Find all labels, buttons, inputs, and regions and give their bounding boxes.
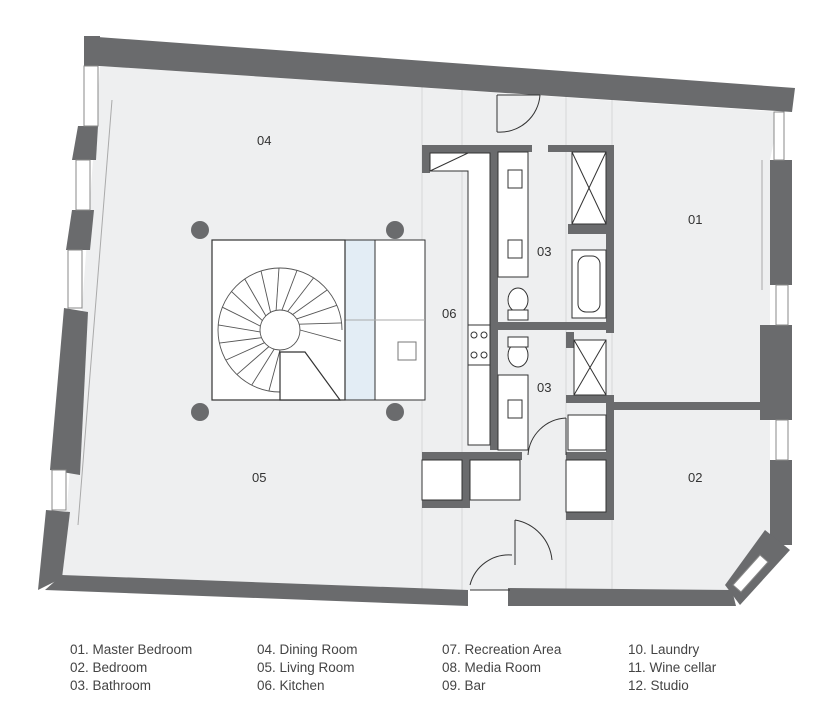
room-label-kitchen: 06	[442, 306, 456, 321]
columns	[191, 221, 404, 421]
legend-item: 03. Bathroom	[70, 678, 152, 693]
legend-item: 09. Bar	[442, 678, 486, 693]
legend: 01. Master Bedroom 02. Bedroom 03. Bathr…	[70, 641, 810, 701]
legend-item: 02. Bedroom	[70, 660, 148, 675]
stair-tread	[236, 346, 270, 375]
legend-item: 04. Dining Room	[257, 642, 358, 657]
stair-tread	[299, 329, 342, 342]
stair-tread	[222, 306, 261, 327]
room-label-bedroom: 02	[688, 470, 702, 485]
stair-tread	[244, 278, 267, 317]
room-label-master-bedroom: 01	[688, 212, 702, 227]
stair-tread	[299, 322, 342, 325]
legend-item: 07. Recreation Area	[442, 642, 562, 657]
legend-column: 04. Dining Room 05. Living Room 06. Kitc…	[257, 641, 358, 695]
floor-plan: 04 05 06 01 02 03 03	[38, 36, 795, 606]
stair-tread	[275, 267, 280, 311]
stair-tread	[251, 348, 275, 386]
room-label-bathroom-upper: 03	[537, 244, 551, 259]
legend-column: 10. Laundry 11. Wine cellar 12. Studio	[628, 641, 716, 695]
stair-tread	[281, 270, 298, 311]
interior-glazing	[77, 99, 763, 526]
bathroom-fixtures	[421, 151, 607, 513]
legend-item: 08. Media Room	[442, 660, 542, 675]
legend-item: 06. Kitchen	[257, 678, 325, 693]
legend-item: 05. Living Room	[257, 660, 355, 675]
staircase	[211, 239, 426, 401]
stair-outer-rail	[217, 267, 343, 393]
stair-tread	[292, 289, 328, 315]
stair-tread	[225, 342, 265, 361]
stair-tread	[287, 277, 314, 312]
legend-column: 01. Master Bedroom 02. Bedroom 03. Bathr…	[70, 641, 192, 695]
kitchen-counters	[429, 152, 491, 446]
room-label-living: 05	[252, 470, 266, 485]
spiral-stair	[217, 267, 343, 393]
room-label-dining: 04	[257, 133, 271, 148]
legend-column: 07. Recreation Area 08. Media Room 09. B…	[442, 641, 561, 695]
legend-item: 10. Laundry	[628, 642, 700, 657]
legend-item: 01. Master Bedroom	[70, 642, 193, 657]
doors	[469, 94, 567, 591]
room-label-bathroom-lower: 03	[537, 380, 551, 395]
legend-item: 11. Wine cellar	[628, 660, 717, 675]
stair-tread	[219, 337, 262, 344]
windows	[51, 65, 789, 593]
stair-tread	[296, 304, 338, 320]
stair-tread	[268, 349, 281, 392]
legend-item: 12. Studio	[628, 678, 689, 693]
stair-tread	[260, 270, 272, 313]
stair-tread	[231, 291, 263, 321]
stair-tread	[218, 324, 261, 333]
